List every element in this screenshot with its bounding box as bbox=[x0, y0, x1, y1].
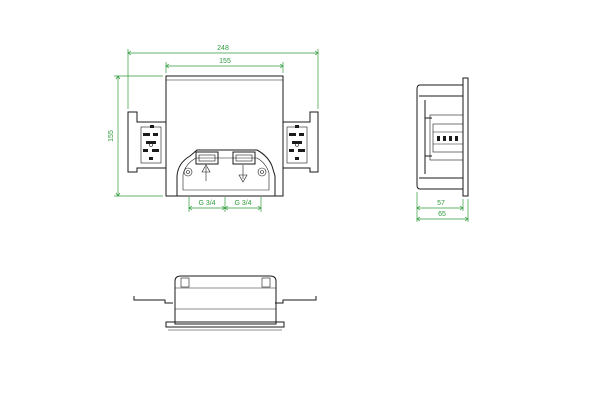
right-mounting-bracket bbox=[282, 111, 319, 173]
bottom-view bbox=[133, 275, 317, 331]
valve-housing bbox=[176, 149, 276, 196]
side-view-dimensions: 57 65 bbox=[416, 192, 469, 222]
box-body bbox=[165, 75, 284, 197]
left-mounting-bracket bbox=[127, 111, 167, 173]
side-view bbox=[416, 77, 469, 197]
front-view-dimensions: 248 155 155 G 3/4 G 3/4 bbox=[108, 45, 319, 212]
flow-arrow-up-icon bbox=[201, 164, 211, 181]
dim-depth-overall: 65 bbox=[438, 211, 446, 218]
dim-thread-right: G 3/4 bbox=[234, 200, 251, 207]
dim-height: 155 bbox=[108, 130, 115, 142]
dim-overall-width: 248 bbox=[217, 45, 229, 52]
flow-arrow-down-icon bbox=[238, 165, 248, 183]
dim-body-width: 155 bbox=[219, 58, 231, 65]
front-view bbox=[127, 75, 319, 197]
dim-depth-inner: 57 bbox=[437, 200, 445, 207]
dim-thread-left: G 3/4 bbox=[198, 200, 215, 207]
